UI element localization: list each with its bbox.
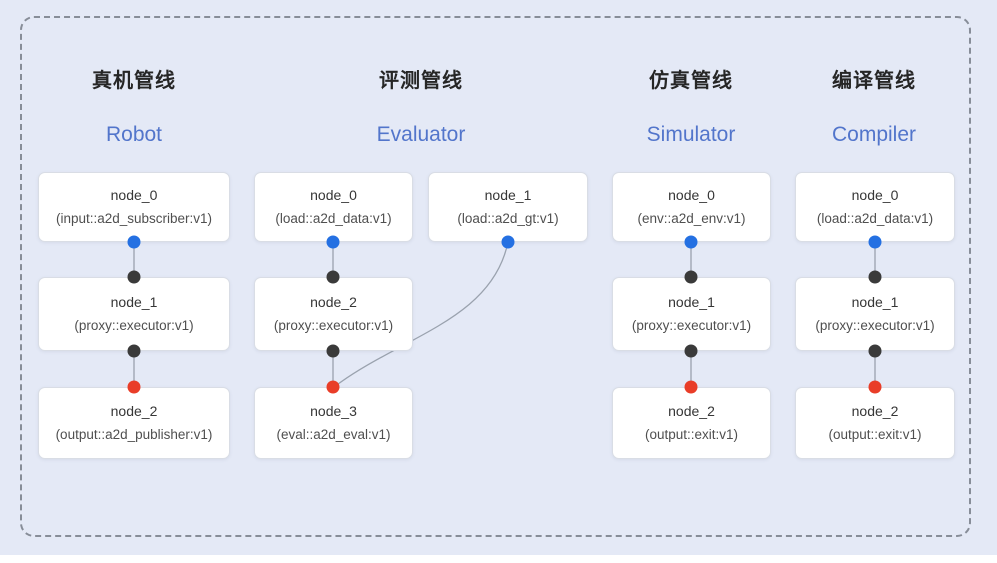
port-dot-black[interactable] — [868, 270, 882, 284]
node-name: node_3 — [310, 403, 357, 419]
port-dot-black[interactable] — [684, 344, 698, 358]
pipeline-header-robot: 真机管线 — [92, 64, 176, 93]
node-type: (input::a2d_subscriber:v1) — [55, 211, 213, 226]
pipeline-subtitle-robot: Robot — [106, 123, 162, 147]
pipeline-header-compiler: 编译管线 — [832, 64, 916, 93]
simulator-node-1[interactable]: node_1 (proxy::executor:v1) — [612, 277, 771, 351]
robot-node-2[interactable]: node_2 (output::a2d_publisher:v1) — [38, 387, 230, 459]
port-dot-black[interactable] — [326, 344, 340, 358]
port-dot-blue[interactable] — [684, 235, 698, 249]
node-type: (output::exit:v1) — [644, 427, 739, 442]
port-dot-black[interactable] — [868, 344, 882, 358]
pipeline-title-zh: 真机管线 — [92, 70, 176, 92]
pipeline-title-zh: 编译管线 — [832, 70, 916, 92]
evaluator-node-1[interactable]: node_1 (load::a2d_gt:v1) — [428, 172, 588, 242]
evaluator-node-3[interactable]: node_3 (eval::a2d_eval:v1) — [254, 387, 413, 459]
simulator-node-0[interactable]: node_0 (env::a2d_env:v1) — [612, 172, 771, 242]
port-dot-black[interactable] — [127, 270, 141, 284]
port-dot-blue[interactable] — [127, 235, 141, 249]
pipeline-title-en: Evaluator — [376, 123, 466, 146]
node-type: (proxy::executor:v1) — [631, 318, 752, 333]
node-type: (load::a2d_gt:v1) — [457, 211, 559, 226]
node-name: node_0 — [668, 187, 715, 203]
port-dot-red[interactable] — [868, 380, 882, 394]
node-type: (proxy::executor:v1) — [273, 318, 394, 333]
node-type: (load::a2d_data:v1) — [816, 211, 934, 226]
node-type: (output::a2d_publisher:v1) — [55, 427, 213, 442]
port-dot-red[interactable] — [326, 380, 340, 394]
pipeline-header-simulator: 仿真管线 — [649, 64, 733, 93]
robot-node-1[interactable]: node_1 (proxy::executor:v1) — [38, 277, 230, 351]
evaluator-node-0[interactable]: node_0 (load::a2d_data:v1) — [254, 172, 413, 242]
port-dot-blue[interactable] — [868, 235, 882, 249]
compiler-node-0[interactable]: node_0 (load::a2d_data:v1) — [795, 172, 955, 242]
port-dot-black[interactable] — [326, 270, 340, 284]
port-dot-red[interactable] — [684, 380, 698, 394]
pipeline-title-zh: 评测管线 — [379, 70, 463, 92]
node-name: node_1 — [110, 294, 158, 310]
dashed-border-frame — [20, 16, 971, 537]
pipeline-subtitle-compiler: Compiler — [832, 123, 916, 147]
node-type: (load::a2d_data:v1) — [275, 211, 392, 226]
node-name: node_2 — [310, 294, 357, 310]
node-type: (proxy::executor:v1) — [815, 318, 935, 333]
compiler-node-1[interactable]: node_1 (proxy::executor:v1) — [795, 277, 955, 351]
node-type: (eval::a2d_eval:v1) — [276, 427, 391, 442]
node-type: (proxy::executor:v1) — [74, 318, 194, 333]
node-name: node_1 — [851, 294, 899, 310]
port-dot-black[interactable] — [684, 270, 698, 284]
compiler-node-2[interactable]: node_2 (output::exit:v1) — [795, 387, 955, 459]
pipeline-title-en: Robot — [105, 123, 163, 146]
pipeline-title-en: Compiler — [831, 123, 917, 146]
pipeline-subtitle-evaluator: Evaluator — [377, 123, 466, 147]
pipeline-title-zh: 仿真管线 — [649, 70, 733, 92]
edge-curve — [333, 241, 509, 388]
port-dot-blue[interactable] — [326, 235, 340, 249]
node-name: node_2 — [668, 403, 715, 419]
node-name: node_0 — [310, 187, 357, 203]
port-dot-black[interactable] — [127, 344, 141, 358]
pipeline-header-evaluator: 评测管线 — [379, 64, 463, 93]
robot-node-0[interactable]: node_0 (input::a2d_subscriber:v1) — [38, 172, 230, 242]
port-dot-blue[interactable] — [501, 235, 515, 249]
port-dot-red[interactable] — [127, 380, 141, 394]
node-name: node_1 — [668, 294, 715, 310]
node-name: node_0 — [851, 187, 899, 203]
pipeline-title-en: Simulator — [646, 123, 736, 146]
pipeline-subtitle-simulator: Simulator — [647, 123, 736, 147]
evaluator-node-2[interactable]: node_2 (proxy::executor:v1) — [254, 277, 413, 351]
node-name: node_2 — [851, 403, 899, 419]
node-name: node_2 — [110, 403, 158, 419]
node-name: node_0 — [110, 187, 158, 203]
node-name: node_1 — [484, 187, 532, 203]
simulator-node-2[interactable]: node_2 (output::exit:v1) — [612, 387, 771, 459]
node-type: (env::a2d_env:v1) — [637, 211, 746, 226]
node-type: (output::exit:v1) — [828, 427, 922, 442]
